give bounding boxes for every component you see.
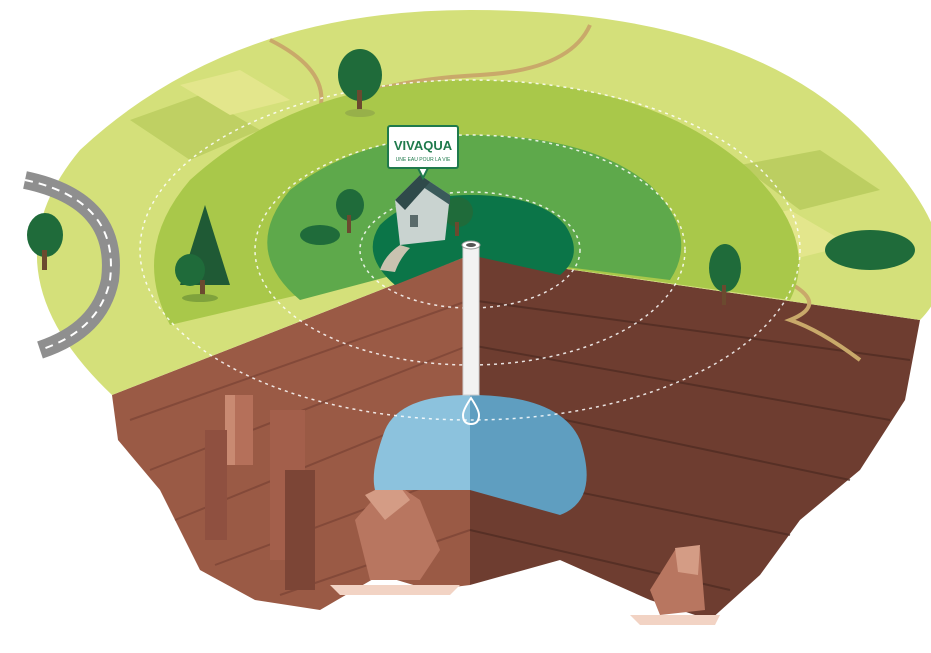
well-pipe-icon <box>462 241 480 395</box>
hedge-icon <box>300 225 340 245</box>
hedge-icon <box>825 230 915 270</box>
brand-name: VIVAQUA <box>394 138 453 153</box>
brand-tagline: UNE EAU POUR LA VIE <box>396 157 451 163</box>
